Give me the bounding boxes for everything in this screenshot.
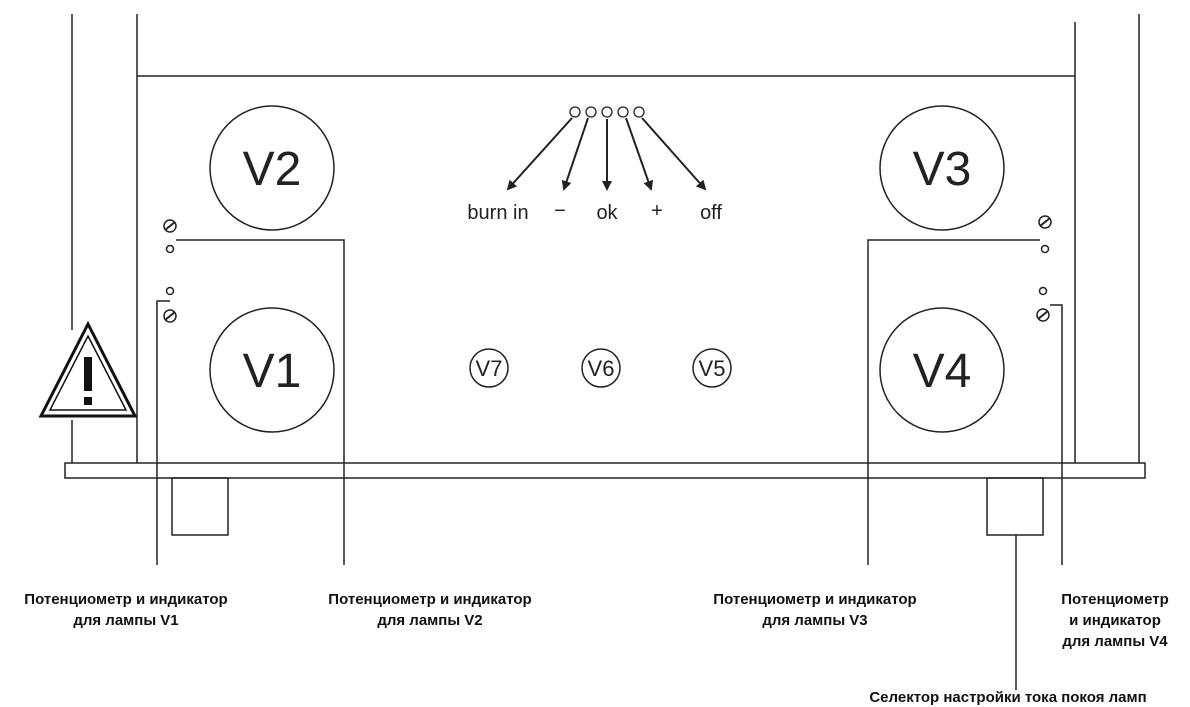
tube-v5-label: V5 bbox=[699, 356, 726, 381]
leader-v3 bbox=[867, 239, 1040, 565]
callout-v4-line3: для лампы V4 bbox=[1062, 633, 1168, 650]
indicator-v1-led bbox=[165, 286, 175, 296]
tube-v7-label: V7 bbox=[476, 356, 503, 381]
tube-v2-socket bbox=[209, 105, 335, 231]
indicator-v4-led bbox=[1038, 286, 1048, 296]
callout-v2-line2: для лампы V2 bbox=[377, 612, 482, 629]
arrow-minus bbox=[561, 117, 589, 191]
warning-triangle-icon bbox=[38, 320, 138, 418]
label-burn-in: burn in bbox=[467, 202, 528, 224]
tube-v3-socket bbox=[879, 105, 1005, 231]
callout-selector: Селектор настройки тока покоя ламп bbox=[869, 689, 1146, 706]
callout-v4-line2: и индикатор bbox=[1069, 612, 1161, 629]
tube-v6-socket bbox=[581, 348, 621, 388]
led-plus bbox=[617, 106, 629, 118]
tube-v4-socket bbox=[879, 307, 1005, 433]
indicator-v2-led bbox=[165, 244, 175, 254]
tube-v7-socket bbox=[469, 348, 509, 388]
tube-v1-label: V1 bbox=[243, 345, 302, 398]
callout-v1-line1: Потенциометр и индикатор bbox=[24, 591, 227, 608]
arrow-off bbox=[641, 117, 707, 191]
label-off: off bbox=[700, 202, 722, 224]
right-foot bbox=[986, 477, 1044, 536]
tube-v6-label: V6 bbox=[588, 356, 615, 381]
left-foot bbox=[171, 477, 229, 536]
leader-v1 bbox=[156, 300, 170, 565]
arrow-plus bbox=[625, 117, 654, 191]
tube-v2-label: V2 bbox=[243, 143, 302, 196]
led-burn-in bbox=[569, 106, 581, 118]
callout-v4-line1: Потенциометр bbox=[1061, 591, 1168, 608]
base-plate bbox=[64, 462, 1146, 479]
arrow-burn-in bbox=[506, 117, 573, 191]
led-off bbox=[633, 106, 645, 118]
label-minus: − bbox=[554, 200, 566, 222]
leader-v2 bbox=[176, 239, 345, 565]
callout-v1-line2: для лампы V1 bbox=[73, 612, 178, 629]
indicator-v3-led bbox=[1040, 244, 1050, 254]
led-minus bbox=[585, 106, 597, 118]
label-ok: ok bbox=[596, 202, 618, 224]
label-plus: + bbox=[651, 200, 663, 222]
tube-v3-label: V3 bbox=[913, 143, 972, 196]
callout-v2-line1: Потенциометр и индикатор bbox=[328, 591, 531, 608]
tube-v4-label: V4 bbox=[913, 345, 972, 398]
callout-v3-line2: для лампы V3 bbox=[762, 612, 867, 629]
led-ok bbox=[601, 106, 613, 118]
callout-v3-line1: Потенциометр и индикатор bbox=[713, 591, 916, 608]
tube-v5-socket bbox=[692, 348, 732, 388]
leader-v4 bbox=[1050, 304, 1063, 565]
tube-v1-socket bbox=[209, 307, 335, 433]
